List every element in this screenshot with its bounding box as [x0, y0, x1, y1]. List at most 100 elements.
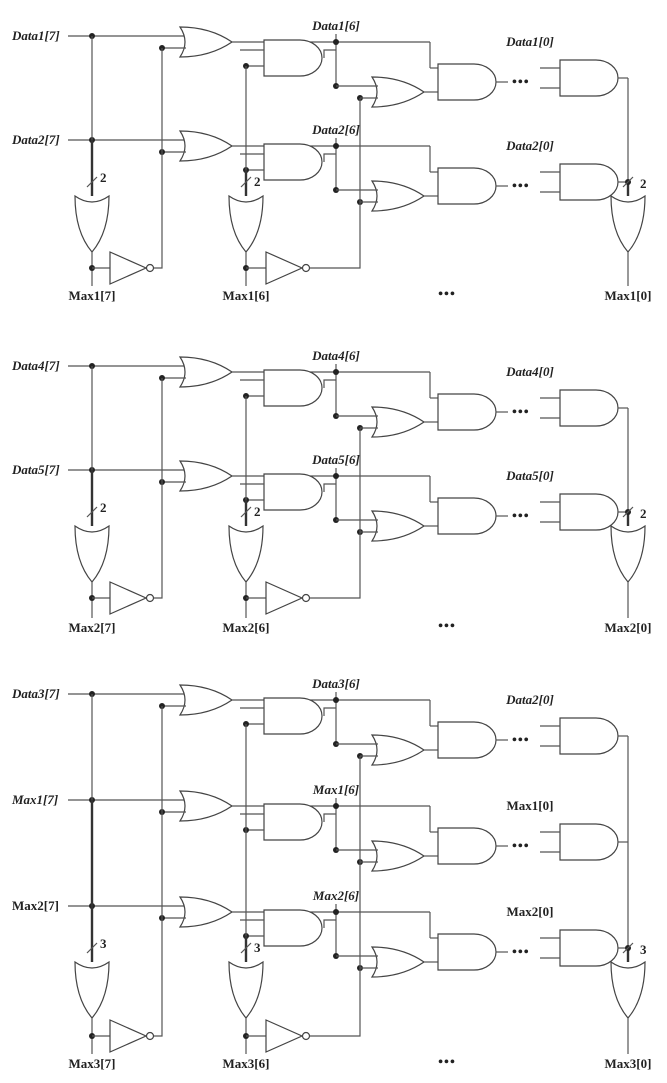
- and-gate: [437, 167, 497, 205]
- inverter-bubble: [301, 593, 311, 603]
- and-gate: [437, 721, 497, 759]
- and-gate: [559, 59, 619, 97]
- input-label-bit6: Data3[6]: [311, 676, 360, 691]
- inverter-feedback-wire: [310, 428, 361, 599]
- comparator-block-2: Data4[7]Data5[7]2Max2[7]Data4[6]•••Data4…: [11, 348, 651, 635]
- and-gate: [437, 63, 497, 101]
- ellipsis: •••: [512, 839, 530, 854]
- and-output-wire: [323, 707, 336, 716]
- and-gate: [263, 803, 323, 841]
- and-gate: [437, 497, 497, 535]
- input-label-bit7: Data5[7]: [11, 462, 60, 477]
- bus-width-label: 3: [254, 940, 261, 955]
- bus-width-label: 2: [254, 504, 261, 519]
- and-gate: [263, 39, 323, 77]
- output-label-bit0: Max3[0]: [605, 1056, 652, 1071]
- or-gate: [178, 130, 234, 162]
- or-gate-vertical: [610, 960, 646, 1019]
- or-gate: [178, 896, 234, 928]
- ellipsis: •••: [438, 1055, 456, 1070]
- or-gate-vertical: [610, 524, 646, 583]
- and-gate: [263, 143, 323, 181]
- or-gate: [178, 26, 234, 58]
- junction-dot: [333, 143, 339, 149]
- inverter-feedback-wire: [154, 48, 163, 269]
- output-label-bit0: Max1[0]: [605, 288, 652, 303]
- bus-width-label: 2: [100, 500, 107, 515]
- bus-width-slash: [622, 176, 634, 188]
- bus-width-label: 2: [640, 506, 647, 521]
- and-gate: [437, 827, 497, 865]
- ellipsis: •••: [512, 733, 530, 748]
- and-output-wire: [323, 49, 336, 58]
- ellipsis: •••: [512, 509, 530, 524]
- inverter-bubble: [301, 263, 311, 273]
- and-gate: [559, 493, 619, 531]
- inverter-feedback-wire: [154, 378, 163, 599]
- or-gate-vertical: [228, 960, 264, 1019]
- input-label-bit0: Data2[0]: [505, 692, 554, 707]
- or-gate: [178, 684, 234, 716]
- output-label-bit6: Max2[6]: [223, 620, 270, 635]
- bus-width-label: 2: [640, 176, 647, 191]
- output-label-bit6: Max3[6]: [223, 1056, 270, 1071]
- junction-dot: [333, 697, 339, 703]
- junction-dot: [333, 473, 339, 479]
- and-output-wire: [323, 153, 336, 162]
- inverter-bubble: [145, 593, 155, 603]
- bus-width-slash: [86, 176, 98, 188]
- comparator-block-3: Data3[7]Max1[7]Max2[7]3Max3[7]Data3[6]••…: [11, 676, 651, 1071]
- inverter-gate: [109, 1019, 148, 1053]
- inverter-gate: [265, 1019, 304, 1053]
- or-gate: [370, 734, 426, 766]
- bus-width-label: 2: [254, 174, 261, 189]
- input-label-bit6: Data1[6]: [311, 18, 360, 33]
- junction-dot: [333, 909, 339, 915]
- or-gate: [370, 180, 426, 212]
- input-label-bit7: Data1[7]: [11, 28, 60, 43]
- inverter-bubble: [145, 263, 155, 273]
- inverter-bubble: [145, 1031, 155, 1041]
- input-label-bit0: Max2[0]: [507, 904, 554, 919]
- input-label-bit7: Max1[7]: [11, 792, 58, 807]
- and-gate: [437, 393, 497, 431]
- inverter-feedback-wire: [310, 756, 361, 1037]
- and-gate: [559, 823, 619, 861]
- bus-width-slash: [622, 942, 634, 954]
- input-label-bit6: Data5[6]: [311, 452, 360, 467]
- and-gate: [263, 473, 323, 511]
- output-label-bit0: Max2[0]: [605, 620, 652, 635]
- or-gate: [370, 406, 426, 438]
- output-label-bit7: Max3[7]: [69, 1056, 116, 1071]
- bus-width-slash: [86, 942, 98, 954]
- input-label-bit0: Data1[0]: [505, 34, 554, 49]
- ellipsis: •••: [512, 75, 530, 90]
- output-label-bit7: Max2[7]: [69, 620, 116, 635]
- and-gate: [263, 909, 323, 947]
- bus-width-slash: [622, 506, 634, 518]
- bus-width-slash: [240, 176, 252, 188]
- input-label-bit7: Data2[7]: [11, 132, 60, 147]
- inverter-feedback-wire: [310, 98, 361, 269]
- input-label-bit0: Data2[0]: [505, 138, 554, 153]
- bus-width-slash: [86, 506, 98, 518]
- ellipsis: •••: [512, 179, 530, 194]
- or-gate: [370, 510, 426, 542]
- or-gate-vertical: [610, 194, 646, 253]
- bus-width-slash: [240, 506, 252, 518]
- bus-width-label: 2: [100, 170, 107, 185]
- or-gate: [178, 460, 234, 492]
- junction-dot: [333, 369, 339, 375]
- inverter-gate: [109, 581, 148, 615]
- ellipsis: •••: [438, 619, 456, 634]
- input-label-bit7: Max2[7]: [12, 898, 59, 913]
- and-output-wire: [323, 379, 336, 388]
- junction-dot: [333, 39, 339, 45]
- ellipsis: •••: [512, 945, 530, 960]
- ellipsis: •••: [512, 405, 530, 420]
- or-gate-vertical: [228, 194, 264, 253]
- junction-dot: [333, 803, 339, 809]
- bus-width-label: 3: [640, 942, 647, 957]
